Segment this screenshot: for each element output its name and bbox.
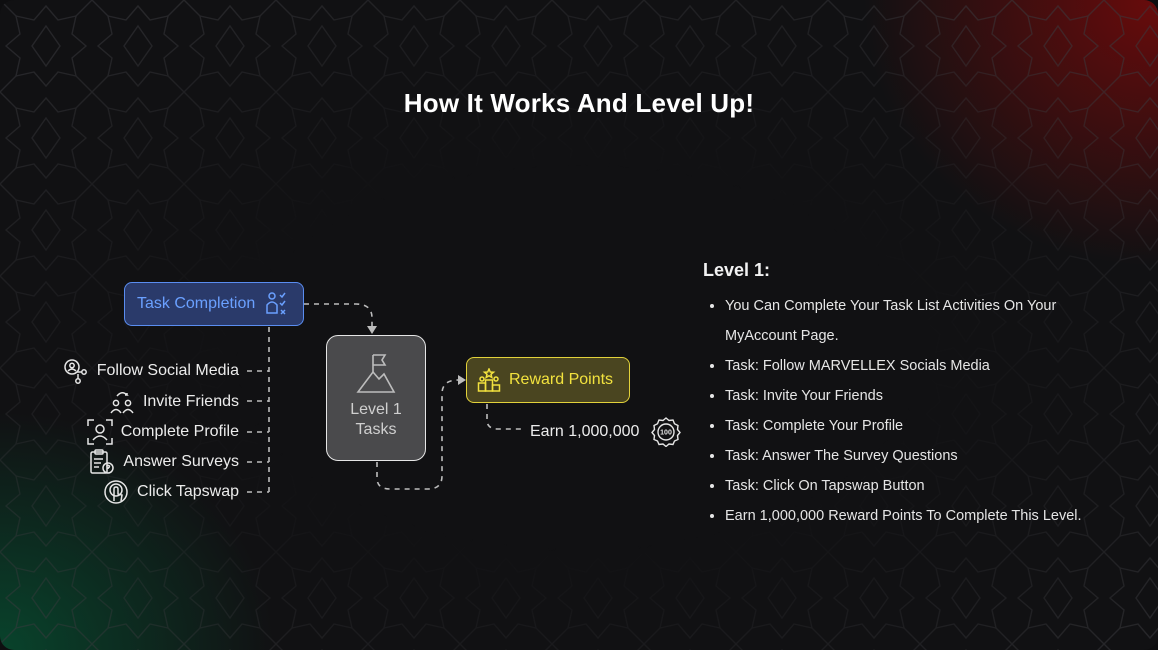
level-1-tasks-node: Level 1 Tasks bbox=[326, 335, 426, 461]
reward-points-node: Reward Points bbox=[466, 357, 630, 403]
level-bullet: Task: Click On Tapswap Button bbox=[725, 471, 1123, 501]
level-description: Level 1: You Can Complete Your Task List… bbox=[703, 260, 1123, 531]
earn-node: Earn 1,000,000 100 bbox=[530, 417, 682, 447]
level-bullet: Task: Follow MARVELLEX Socials Media bbox=[725, 351, 1123, 381]
item-label: Invite Friends bbox=[142, 393, 239, 410]
task-checklist-person-icon bbox=[266, 292, 286, 315]
level-bullet: Task: Complete Your Profile bbox=[725, 411, 1123, 441]
item-label: Answer Surveys bbox=[123, 453, 239, 470]
reward-points-label: Reward Points bbox=[509, 371, 614, 388]
svg-text:100: 100 bbox=[661, 430, 673, 437]
survey-clipboard-icon bbox=[90, 449, 115, 474]
list-item-invite-friends: Invite Friends bbox=[109, 390, 239, 414]
level-bullet: You Can Complete Your Task List Activiti… bbox=[725, 291, 1123, 351]
task-completion-node: Task Completion bbox=[124, 282, 304, 326]
task-completion-label: Task Completion bbox=[137, 295, 256, 312]
list-item-answer-surveys: Answer Surveys bbox=[89, 449, 239, 474]
podium-star-icon bbox=[477, 368, 501, 392]
item-label: Complete Profile bbox=[120, 423, 239, 440]
level-heading: Level 1: bbox=[703, 260, 771, 280]
level-bullet-list: You Can Complete Your Task List Activiti… bbox=[703, 291, 1123, 531]
level-bullet: Task: Invite Your Friends bbox=[725, 381, 1123, 411]
item-label: Follow Social Media bbox=[96, 362, 239, 379]
invite-friends-icon bbox=[110, 392, 134, 414]
level-bullet: Earn 1,000,000 Reward Points To Complete… bbox=[725, 501, 1123, 531]
social-share-icon bbox=[63, 359, 87, 384]
badge-100-icon: 100 bbox=[651, 417, 682, 447]
mountain-flag-icon bbox=[356, 354, 396, 393]
item-label: Click Tapswap bbox=[137, 483, 239, 500]
level-box-line2: Tasks bbox=[355, 421, 397, 438]
list-item-follow-social: Follow Social Media bbox=[63, 359, 239, 384]
profile-scan-icon bbox=[86, 419, 113, 445]
tap-finger-icon bbox=[104, 480, 128, 504]
page-title: How It Works And Level Up! bbox=[403, 88, 755, 118]
earn-label: Earn 1,000,000 bbox=[530, 423, 640, 440]
level-bullet: Task: Answer The Survey Questions bbox=[725, 441, 1123, 471]
list-item-complete-profile: Complete Profile bbox=[86, 419, 239, 445]
level-box-line1: Level 1 bbox=[350, 401, 402, 418]
list-item-click-tapswap: Click Tapswap bbox=[103, 480, 239, 504]
